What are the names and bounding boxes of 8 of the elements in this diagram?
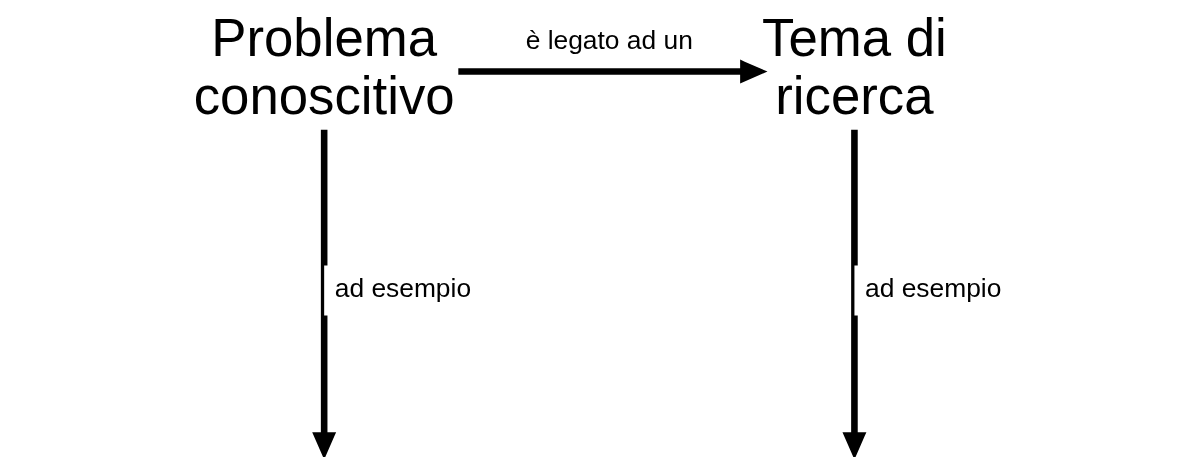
node-text: Problema conoscitivo <box>193 7 455 125</box>
edge-label: ad esempio <box>864 273 1001 304</box>
node-text: Tema di ricerca <box>761 7 947 125</box>
arrow <box>457 59 767 84</box>
arrow <box>311 129 336 457</box>
edge-label: ad esempio <box>334 273 471 304</box>
edge-label: è legato ad un <box>525 25 693 56</box>
arrow <box>841 129 866 457</box>
